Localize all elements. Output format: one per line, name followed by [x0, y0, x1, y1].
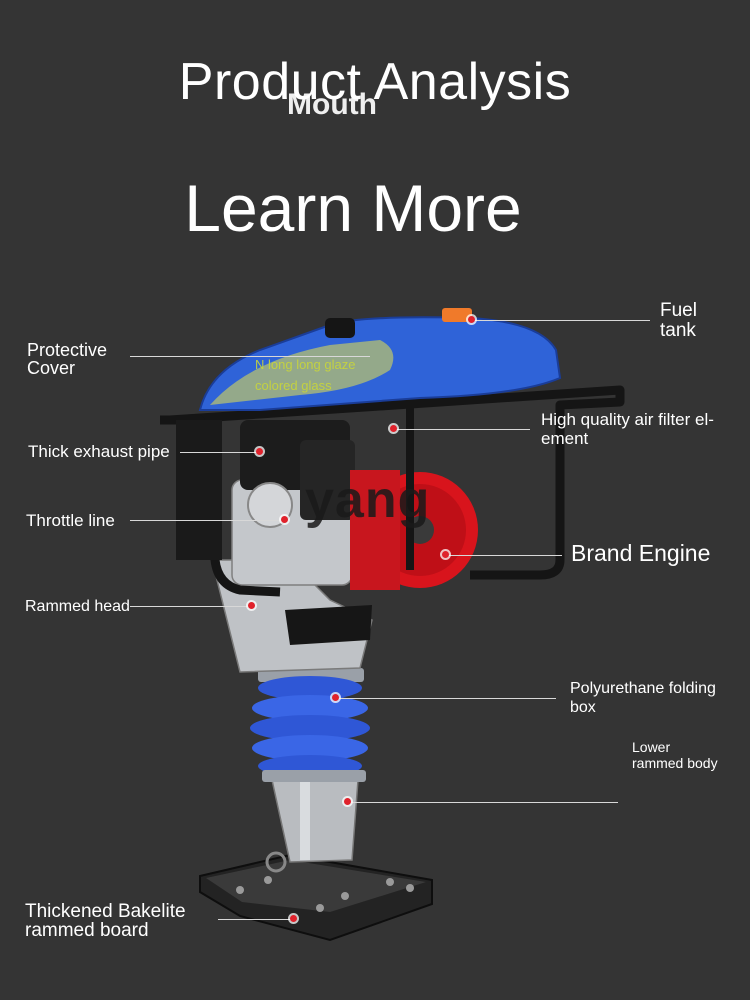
- leader-rammed-head: [130, 606, 252, 607]
- label-lower-body-line1: Lower: [632, 739, 671, 755]
- label-air-filter: High quality air filter el- ement: [541, 410, 714, 448]
- label-brand-engine: Brand Engine: [571, 540, 711, 566]
- label-cover-note: N long long glaze: [255, 346, 355, 384]
- leader-brand-engine: [446, 555, 562, 556]
- lower-body-shape: [271, 779, 359, 863]
- leader-bakelite-board: [218, 919, 294, 920]
- marker-air-filter: [390, 425, 397, 432]
- leader-throttle-line: [130, 520, 285, 521]
- title-learn-more: Learn More: [184, 171, 522, 245]
- leader-protective-cover: [130, 356, 370, 357]
- marker-bakelite-board: [290, 915, 297, 922]
- label-bakelite-board-line2: rammed board: [25, 920, 149, 941]
- title-overlay-word: Mouth: [287, 88, 377, 121]
- label-protective-cover-line2: Cover: [27, 358, 76, 378]
- marker-throttle-line: [281, 516, 288, 523]
- label-air-filter-line2: ement: [541, 429, 589, 448]
- label-protective-cover: Protective Cover: [27, 341, 107, 377]
- label-cover-note-2: colored glass: [255, 377, 332, 395]
- marker-brand-engine: [442, 551, 449, 558]
- label-lower-body-line2: rammed body: [632, 755, 718, 771]
- label-fuel-tank: Fuel tank: [660, 301, 697, 341]
- leader-folding-box: [336, 698, 556, 699]
- label-throttle-line: Throttle line: [26, 511, 115, 530]
- label-bakelite-board-line1: Thickened Bakelite: [25, 901, 186, 922]
- label-rammed-head: Rammed head: [25, 598, 130, 615]
- label-cover-note-line1: N long long glaze: [255, 357, 356, 372]
- handle-frame-shape: [169, 385, 625, 580]
- marker-exhaust-pipe: [256, 448, 263, 455]
- label-air-filter-line1: High quality air filter el-: [541, 410, 714, 429]
- label-fuel-tank-line1: Fuel: [660, 300, 697, 321]
- label-bakelite-board: Thickened Bakelite rammed board: [25, 902, 186, 940]
- watermark-text: yang: [305, 471, 431, 529]
- leader-exhaust-pipe: [180, 452, 260, 453]
- marker-fuel-tank: [468, 316, 475, 323]
- label-folding-box-line1: Polyurethane folding: [570, 680, 716, 697]
- label-exhaust-pipe: Thick exhaust pipe: [28, 442, 170, 461]
- label-lower-body: Lower rammed body: [632, 739, 718, 771]
- marker-folding-box: [332, 694, 339, 701]
- label-fuel-tank-line2: tank: [660, 320, 696, 341]
- polyurethane-bellows-shape: [250, 668, 370, 782]
- label-folding-box: Polyurethane folding box: [570, 679, 716, 717]
- leader-fuel-tank: [472, 320, 650, 321]
- leader-air-filter: [394, 429, 530, 430]
- leader-lower-body: [348, 802, 618, 803]
- label-protective-cover-line1: Protective: [27, 340, 108, 360]
- title-product-analysis: Product Analysis: [178, 53, 572, 111]
- label-folding-box-line2: box: [570, 699, 596, 716]
- marker-rammed-head: [248, 602, 255, 609]
- label-cover-note-line2: colored glass: [255, 378, 332, 393]
- marker-lower-body: [344, 798, 351, 805]
